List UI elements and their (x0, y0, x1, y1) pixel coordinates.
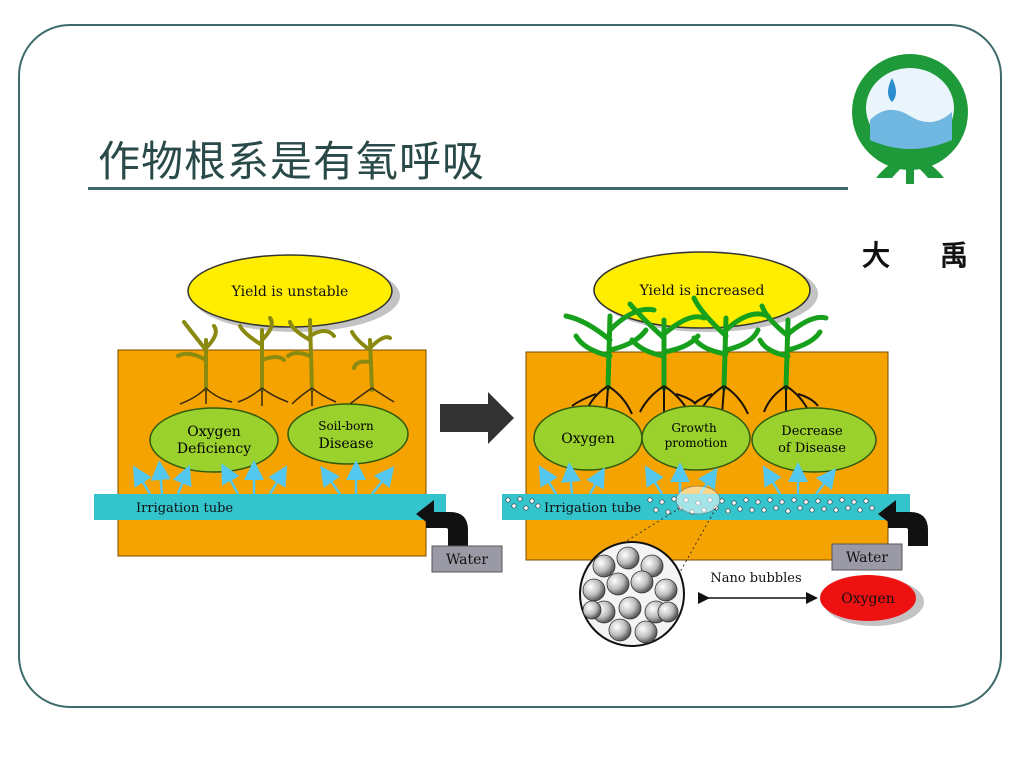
yield-label-left: Yield is unstable (231, 284, 349, 300)
company-logo: 大 禹 (848, 50, 978, 272)
water-inlet-pipe-right (888, 512, 928, 546)
right-panel: Yield is increased Oxygen Growth promoti… (502, 251, 928, 647)
water-box-right (831, 543, 903, 571)
nano-bubbles-closeup (579, 541, 685, 647)
bubble-oxygen-deficiency-line2: Deficiency (177, 441, 251, 457)
bubble-growth-promotion (641, 405, 751, 471)
water-label-right: Water (846, 550, 888, 566)
water-spray-right (538, 462, 837, 495)
tube-label-left: Irrigation tube (136, 501, 233, 516)
bubble-growth-line2: promotion (665, 436, 728, 450)
transition-arrow (440, 392, 514, 444)
bubble-oxygen-deficiency-line1: Oxygen (187, 424, 241, 440)
water-inlet-arrow-left (416, 500, 434, 528)
weak-roots-left (179, 387, 395, 406)
tube-label-right: Irrigation tube (544, 501, 641, 516)
oxygen-label: Oxygen (841, 591, 895, 607)
bubble-oxygen-deficiency (149, 407, 279, 473)
slide-frame (18, 24, 1002, 708)
tube-nano-bubbles (505, 496, 875, 515)
wilted-plants (176, 316, 392, 392)
yield-label-right: Yield is increased (639, 283, 765, 299)
logo-char-right: 禹 (940, 239, 969, 272)
water-box-left (431, 545, 503, 573)
bubble-growth-line1: Growth (671, 421, 717, 435)
healthy-plants (563, 295, 829, 391)
water-inlet-pipe-left (426, 512, 468, 546)
bubble-soil-disease-line2: Disease (319, 436, 374, 452)
title-underline (88, 187, 848, 190)
bubble-decrease-disease (751, 407, 877, 473)
water-label-left: Water (446, 552, 488, 568)
bubble-decrease-line1: Decrease (781, 424, 843, 439)
logo-emblem (852, 54, 968, 184)
logo-char-left: 大 (862, 239, 891, 272)
magnify-line-right (679, 507, 717, 573)
yield-ellipse-left (187, 254, 393, 328)
magnify-spot (675, 485, 721, 515)
left-panel: Yield is unstable Oxygen Deficiency Soil… (94, 254, 503, 573)
magnify-line-left (585, 507, 681, 567)
nano-bubbles-label: Nano bubbles (710, 571, 801, 586)
water-inlet-arrow-right (878, 500, 896, 528)
bubble-decrease-line2: of Disease (778, 441, 846, 456)
bubble-soil-disease-line1: Soil-born (318, 419, 374, 433)
water-spray-left (132, 460, 395, 495)
oxygen-ellipse (820, 575, 916, 621)
bubble-oxygen-label: Oxygen (561, 431, 615, 447)
slide-title: 作物根系是有氧呼吸 (98, 137, 486, 186)
strong-roots-right (571, 385, 819, 415)
bubble-soil-disease (287, 403, 409, 465)
irrigation-tube-left (94, 494, 446, 520)
